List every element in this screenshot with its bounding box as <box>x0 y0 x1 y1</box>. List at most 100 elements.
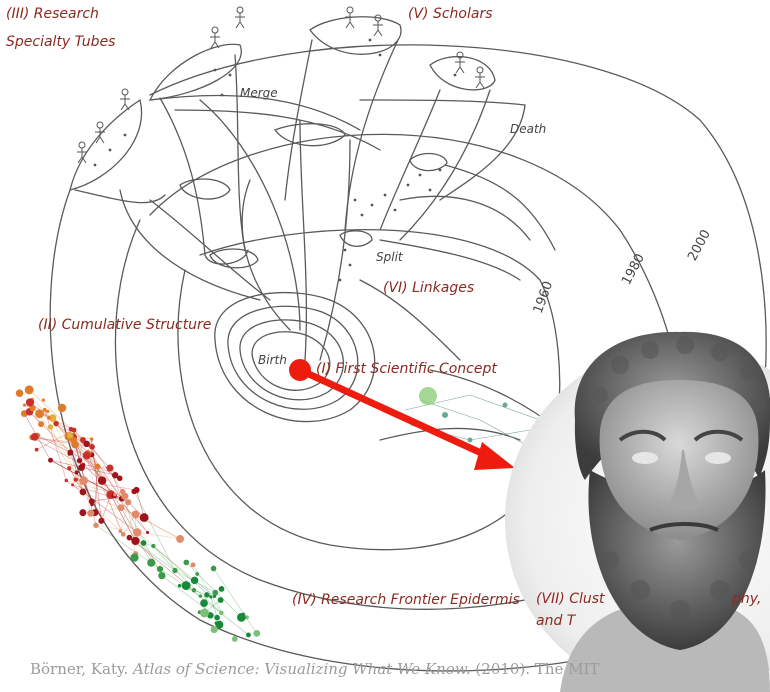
network-link <box>73 440 93 505</box>
network-node <box>218 610 224 616</box>
network-link <box>29 411 71 453</box>
caption-title: Atlas of Science: Visualizing What We Kn… <box>133 660 471 678</box>
source-caption: Börner, Katy. Atlas of Science: Visualiz… <box>30 660 599 678</box>
network-node <box>218 586 225 592</box>
network-node <box>121 492 129 500</box>
network-link <box>91 454 112 495</box>
label-birth: Birth <box>258 353 287 367</box>
network-node <box>47 416 51 420</box>
network-link <box>91 454 122 499</box>
network-node <box>94 463 101 470</box>
network-node <box>120 531 126 537</box>
network-node <box>112 471 119 479</box>
network-link <box>86 455 103 521</box>
birth-marker <box>289 359 311 381</box>
network-node <box>48 457 53 463</box>
network-link <box>74 444 115 496</box>
network-node <box>209 595 213 599</box>
network-node <box>183 559 190 566</box>
network-link <box>120 507 181 540</box>
network-node <box>139 513 149 522</box>
label-death: Death <box>510 122 547 136</box>
network-node <box>231 636 238 642</box>
network-node <box>24 385 34 395</box>
label-clusters-line2: and T <box>536 613 576 629</box>
network-node <box>117 475 123 482</box>
network-node <box>42 407 47 412</box>
label-research-specialty-tubes-1: (III) Research <box>6 6 99 22</box>
network-node <box>176 535 184 543</box>
network-link <box>215 592 222 613</box>
network-link <box>76 439 84 473</box>
network-node <box>57 403 67 413</box>
network-link <box>94 466 98 513</box>
network-node <box>210 625 218 634</box>
network-node <box>79 509 87 517</box>
network-node <box>47 424 54 430</box>
network-node <box>198 594 203 598</box>
network-node <box>131 488 137 495</box>
network-link <box>31 437 84 466</box>
network-link <box>136 489 145 518</box>
network-node <box>156 565 164 573</box>
network-link <box>110 494 136 542</box>
network-node <box>191 588 197 593</box>
network-node <box>82 451 91 460</box>
caption-author: Börner, Katy. <box>30 660 134 678</box>
ring-2000-top <box>149 44 767 381</box>
network-node <box>73 477 78 482</box>
network-node <box>29 405 36 412</box>
network-node <box>64 478 69 483</box>
network-node <box>79 476 88 485</box>
network-node <box>106 464 114 472</box>
network-node <box>177 584 182 588</box>
network-link <box>87 453 124 535</box>
network-link <box>72 484 129 503</box>
network-node <box>172 567 178 574</box>
network-node <box>83 440 90 448</box>
red-arrow-shaft <box>296 366 494 461</box>
network-node <box>207 612 214 619</box>
network-node <box>15 389 24 397</box>
network-link <box>95 525 152 563</box>
network-link <box>210 596 218 618</box>
label-first-scientific-concept: (I) First Scientific Concept <box>316 361 497 377</box>
label-scholars: (V) Scholars <box>408 6 493 22</box>
ring-1960-top <box>199 228 561 421</box>
network-node <box>93 522 99 529</box>
label-clusters-line1-tail: phy, <box>732 591 762 607</box>
network-node <box>131 510 140 519</box>
network-node <box>200 608 209 618</box>
network-link <box>37 435 87 456</box>
network-node <box>212 589 219 596</box>
network-node <box>53 420 59 427</box>
network-node <box>88 498 95 505</box>
network-link <box>87 453 124 535</box>
network-link <box>109 467 123 499</box>
network-node <box>89 437 94 441</box>
label-cumulative-structure: (II) Cumulative Structure <box>38 317 212 333</box>
network-node <box>41 398 45 402</box>
network-link <box>37 435 116 476</box>
cumulative-structure-nodes <box>15 385 261 642</box>
network-node <box>34 447 39 452</box>
label-clusters-line1: (VII) Clust <box>536 591 605 607</box>
network-link <box>86 455 103 481</box>
network-node <box>214 621 219 625</box>
network-node <box>67 466 72 471</box>
network-node <box>98 517 105 524</box>
network-node <box>204 592 210 598</box>
network-node <box>67 432 74 439</box>
label-linkages: (VI) Linkages <box>383 280 475 296</box>
network-link <box>153 545 212 598</box>
network-link <box>66 480 84 493</box>
network-node <box>246 632 251 638</box>
network-link <box>79 460 116 495</box>
network-link <box>153 545 176 571</box>
network-link <box>137 532 195 581</box>
scholar-figures <box>77 6 485 164</box>
network-node <box>200 599 208 607</box>
scholar-dots <box>93 38 457 282</box>
network-node <box>25 398 35 407</box>
